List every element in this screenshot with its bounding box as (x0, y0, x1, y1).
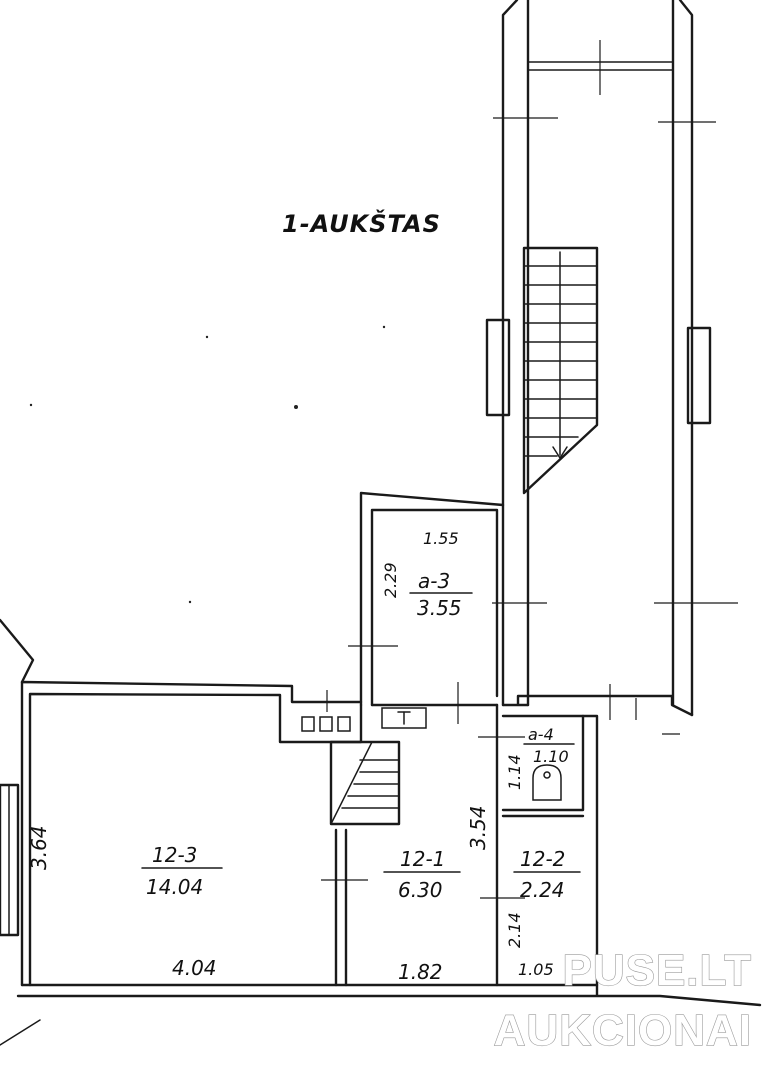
floor-title: 1-AUKŠTAS (282, 208, 441, 238)
r122-area: 2.24 (520, 878, 565, 902)
room-12-3-walls (0, 618, 363, 987)
r122-width: 1.05 (518, 960, 554, 979)
scan-speckles (29, 325, 386, 604)
watermark-line1: PUSE.LT (562, 946, 752, 995)
a4-area: 1.10 (533, 747, 569, 766)
a4-code: a-4 (528, 725, 554, 744)
r123-code: 12-3 (152, 843, 197, 867)
bottom-walls (0, 983, 762, 1046)
a3-code: a-3 (418, 569, 450, 593)
stair-hall-walls (485, 0, 712, 717)
r122-code: 12-2 (520, 847, 565, 871)
dimension-ticks-right (492, 40, 738, 735)
a3-height: 2.29 (381, 562, 400, 598)
staircase (522, 246, 599, 495)
r122-height: 2.14 (505, 912, 524, 948)
r123-width: 4.04 (172, 956, 217, 980)
r121-area: 6.30 (398, 878, 443, 902)
watermark-line2: AUKCIONAI (494, 1006, 752, 1055)
a4-height: 1.14 (505, 754, 524, 790)
r121-code: 12-1 (400, 847, 445, 871)
r121-width: 1.82 (398, 960, 443, 984)
r123-height: 3.64 (27, 825, 51, 870)
a3-width: 1.55 (423, 529, 459, 548)
r123-area: 14.04 (146, 875, 203, 899)
a3-area: 3.55 (417, 596, 462, 620)
room-a4-walls (495, 703, 599, 997)
r121-height: 3.54 (466, 805, 490, 850)
room-12-1-walls (321, 703, 525, 987)
room-a3-walls (348, 491, 505, 724)
